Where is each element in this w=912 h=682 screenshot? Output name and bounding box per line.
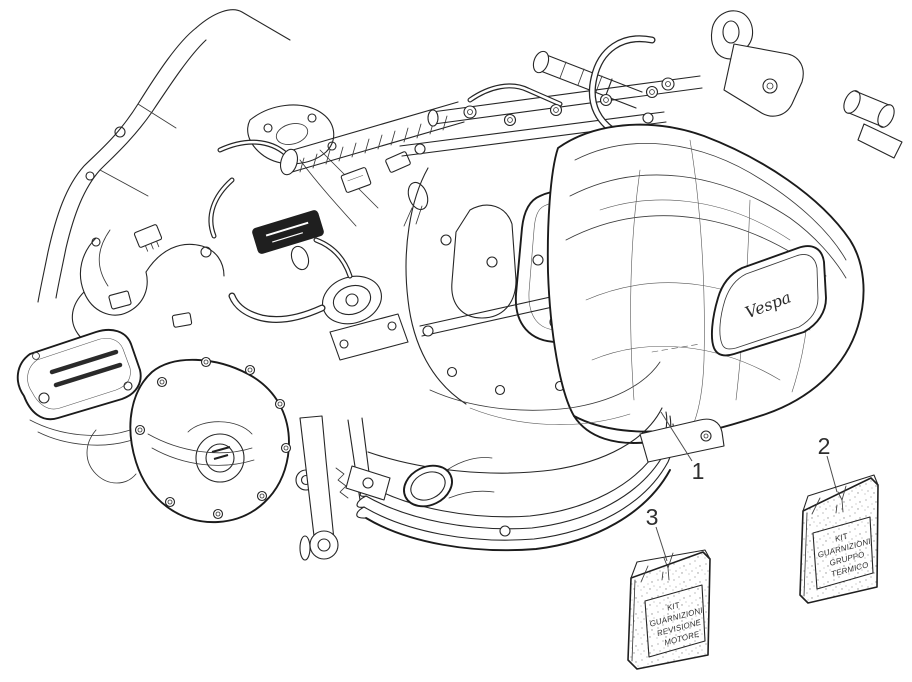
callout-1-leader (660, 411, 693, 462)
center-stand (299, 415, 391, 561)
callout-3-label: 3 (646, 504, 659, 530)
cvt-cover: Vespa (546, 123, 865, 444)
oil-sump (356, 361, 725, 552)
rocker-linkage-bars (399, 75, 703, 157)
wiring-harness (71, 224, 225, 348)
ignition-coil (252, 210, 324, 254)
intake-snorkel (403, 457, 495, 508)
callout-3-leader (655, 526, 668, 562)
engine-mount-frame (37, 9, 291, 303)
drive-shaft-sleeve (279, 101, 465, 176)
callouts: 1 2 3 (646, 411, 838, 562)
kit2-line-1: KIT (834, 531, 850, 543)
mount-bushing (843, 90, 903, 159)
vespa-badge-plate: Vespa (710, 245, 827, 357)
cam-cover-cluster (208, 104, 429, 239)
gasket-kit-bag-overhaul: KIT GUARNIZIONI REVISIONE MOTORE (627, 549, 711, 670)
kit3-line-1: KIT (666, 600, 682, 612)
valve-cover (16, 328, 142, 484)
kit-label-overhaul: KIT GUARNIZIONI REVISIONE MOTORE (649, 600, 705, 647)
lifting-bracket (710, 10, 804, 117)
callout-2-leader (826, 455, 838, 493)
fuel-hose (588, 35, 656, 140)
flywheel-cover (129, 356, 317, 523)
gasket-kit-bag-thermal: KIT GUARNIZIONI GRUPPO TERMICO (799, 474, 879, 604)
water-pump-cluster (228, 237, 409, 361)
callout-1-label: 1 (692, 458, 705, 484)
callout-2-label: 2 (818, 433, 831, 459)
engine-drawing: Vespa (16, 9, 903, 561)
